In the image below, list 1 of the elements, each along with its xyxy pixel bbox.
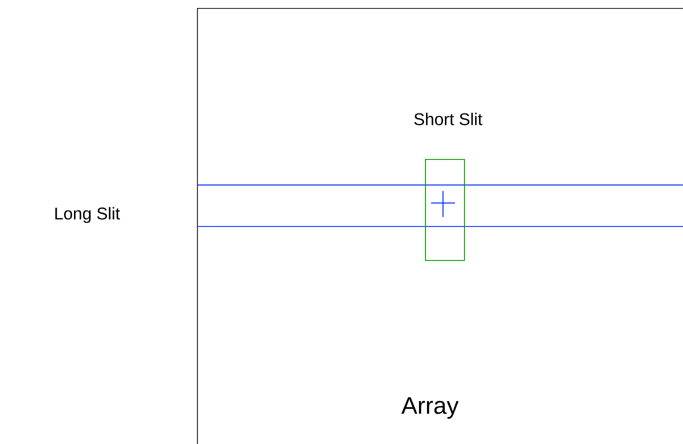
node-label: Short Slit [414, 112, 482, 126]
